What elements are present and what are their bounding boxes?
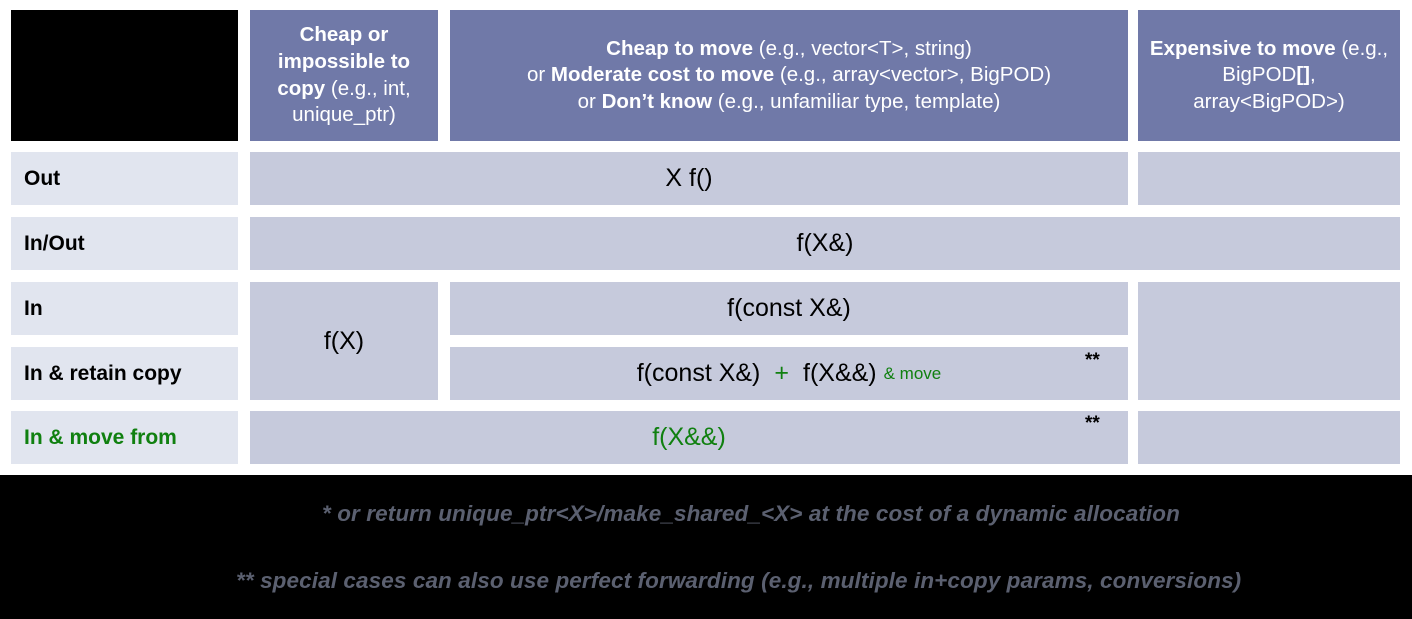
header-expensive-brackets: [] xyxy=(1296,63,1310,87)
row-label-in-move-from: In & move from xyxy=(11,411,238,464)
cell-out-expensive-empty xyxy=(1138,152,1400,205)
header-cheap-to-move: Cheap to move (e.g., vector<T>, string) … xyxy=(450,10,1128,141)
header-dontknow-prefix: or xyxy=(577,89,602,113)
cell-in-retain-copy-plus: + xyxy=(774,359,789,387)
header-dontknow-strong: Don’t know xyxy=(601,89,713,113)
header-expensive-to-move: Expensive to move (e.g., BigPOD[], array… xyxy=(1138,10,1400,141)
header-expensive-text: Expensive to move (e.g., BigPOD[], array… xyxy=(1146,36,1392,116)
header-expensive-strong: Expensive to move xyxy=(1149,36,1336,60)
cell-inout-value: f(X&) xyxy=(250,217,1400,270)
header-cheap-or-impossible-to-copy: Cheap or impossible to copy (e.g., int, … xyxy=(250,10,438,141)
cell-in-retain-copy-value: f(const X&) + f(X&&) & move xyxy=(450,347,1128,400)
footnote-single-star: * or return unique_ptr<X>/make_shared_<X… xyxy=(322,501,1180,526)
footnote-marker-in-retain-copy: ** xyxy=(1085,350,1100,371)
header-expensive-example-2: , array<BigPOD>) xyxy=(1193,63,1345,113)
cell-in-move-from-expensive-empty xyxy=(1138,411,1400,464)
footnote-marker-in-move-from: ** xyxy=(1085,413,1100,434)
cell-in-value: f(const X&) xyxy=(450,282,1128,335)
row-label-in: In xyxy=(11,282,238,335)
cell-cheap-copy-fx: f(X) xyxy=(250,282,438,400)
footnotes-panel: * or return unique_ptr<X>/make_shared_<X… xyxy=(0,475,1412,619)
header-cheap-copy-example: (e.g., int, unique_ptr) xyxy=(292,76,411,127)
header-corner-cell xyxy=(11,10,238,141)
header-moderate-strong: Moderate cost to move xyxy=(550,63,775,87)
footnote-double-star: ** special cases can also use perfect fo… xyxy=(236,568,1242,593)
header-cheap-move-example: (e.g., vector<T>, string) xyxy=(753,36,972,60)
header-moderate-prefix: or xyxy=(526,63,551,87)
row-label-out: Out xyxy=(11,152,238,205)
cell-in-expensive-empty xyxy=(1138,282,1400,400)
cell-out-value: X f() xyxy=(250,152,1128,205)
header-dontknow-example: (e.g., unfamiliar type, template) xyxy=(712,89,1001,113)
header-cheap-move-text: Cheap to move (e.g., vector<T>, string) … xyxy=(527,36,1051,116)
header-cheap-move-strong: Cheap to move xyxy=(606,36,754,60)
row-label-in-retain-copy: In & retain copy xyxy=(11,347,238,400)
header-cheap-copy-strong: Cheap or impossible to copy xyxy=(277,23,411,100)
header-expensive-example-1: (e.g., BigPOD xyxy=(1222,36,1389,87)
cell-in-retain-copy-rvalue-ref: f(X&&) xyxy=(803,359,877,387)
cell-in-retain-copy-move-note: & move xyxy=(883,363,942,383)
cell-in-move-from-value: f(X&&) xyxy=(250,411,1128,464)
header-cheap-copy-text: Cheap or impossible to copy (e.g., int, … xyxy=(258,22,430,129)
header-moderate-example: (e.g., array<vector>, BigPOD) xyxy=(774,63,1052,87)
cell-in-retain-copy-const-ref: f(const X&) xyxy=(636,359,761,387)
row-label-in-out: In/Out xyxy=(11,217,238,270)
